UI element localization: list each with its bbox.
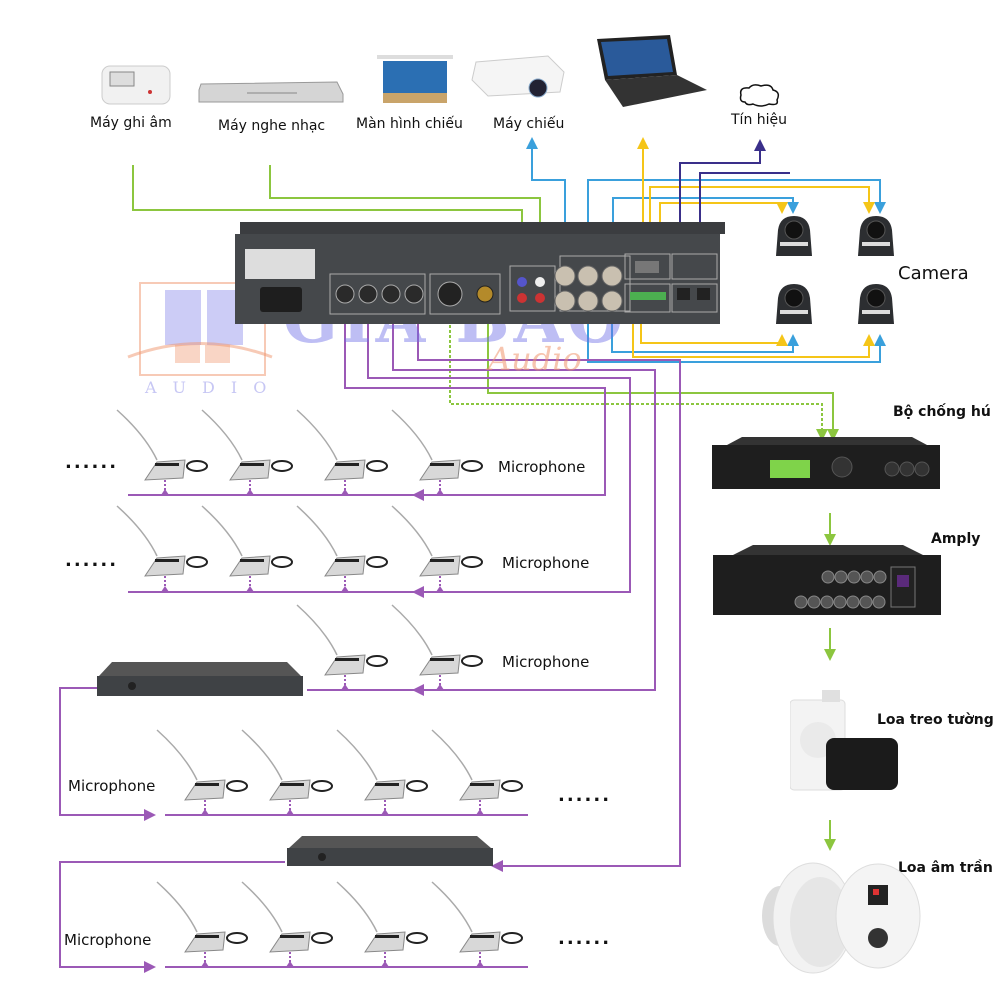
video-lines — [526, 137, 886, 363]
extender-unit-icon — [287, 836, 493, 866]
dvd-player-icon — [198, 81, 344, 103]
laptop-icon — [597, 35, 707, 107]
conference-microphone-icon — [241, 729, 333, 815]
label-feedback: Bộ chống hú — [893, 404, 991, 420]
label-microphone: Microphone — [68, 777, 156, 795]
conference-microphone-icon — [336, 729, 428, 815]
label-microphone: Microphone — [498, 458, 586, 476]
projector-icon — [471, 55, 565, 98]
label-amp: Amply — [931, 531, 981, 547]
conference-microphone-icon — [296, 505, 388, 592]
conference-microphone-icon — [116, 505, 208, 592]
conference-microphone-icon — [431, 729, 523, 815]
conference-microphone-icon — [391, 505, 483, 592]
ptz-camera-icon — [776, 284, 812, 324]
label-screen: Màn hình chiếu — [356, 116, 463, 132]
watermark-sub: Audio — [488, 340, 582, 378]
label-camera: Camera — [898, 263, 969, 284]
feedback-suppressor-icon — [712, 437, 940, 489]
label-microphone: Microphone — [502, 554, 590, 572]
label-microphone: Microphone — [64, 931, 152, 949]
conference-microphone-icon — [296, 604, 388, 690]
more-microphones-ellipsis: ...... — [558, 928, 612, 949]
conference-microphone-icon — [201, 409, 293, 495]
conference-microphone-icon — [391, 409, 483, 495]
mic-trunk-lines — [59, 300, 681, 973]
label-projector: Máy chiếu — [493, 116, 565, 132]
more-microphones-ellipsis: ...... — [558, 785, 612, 806]
wall-speaker-icon — [790, 690, 898, 791]
watermark-logo-text: AUDIO — [145, 378, 283, 397]
conference-microphone-icon — [201, 505, 293, 592]
conference-microphone-icon — [296, 409, 388, 495]
label-microphone: Microphone — [502, 653, 590, 671]
conference-microphone-icon — [391, 604, 483, 690]
ptz-camera-icon — [776, 216, 812, 256]
conference-microphone-icon — [156, 729, 248, 815]
ceiling-speaker-icon — [762, 862, 921, 974]
label-recorder: Máy ghi âm — [90, 115, 172, 131]
conference-microphone-icon — [116, 409, 208, 495]
projection-screen-icon — [377, 55, 453, 103]
more-microphones-ellipsis: ...... — [65, 550, 119, 571]
audio-output-lines — [449, 300, 839, 851]
recorder-icon — [101, 65, 171, 105]
more-microphones-ellipsis: ...... — [65, 452, 119, 473]
ptz-camera-icon — [858, 216, 894, 256]
watermark-logo — [127, 282, 273, 376]
label-ceiling-speaker: Loa âm trần — [898, 860, 993, 876]
label-signal: Tín hiệu — [731, 112, 788, 128]
cloud-icon — [739, 84, 780, 107]
conference-controller-icon — [235, 222, 725, 324]
label-player: Máy nghe nhạc — [218, 118, 326, 134]
amplifier-icon — [713, 545, 941, 615]
conference-microphone-icon — [156, 881, 248, 967]
ptz-camera-icon — [858, 284, 894, 324]
label-wall-speaker: Loa treo tường — [877, 712, 994, 728]
conference-microphone-icon — [241, 881, 333, 967]
extender-unit-icon — [97, 662, 303, 696]
conference-microphone-icon — [336, 881, 428, 967]
conference-microphone-icon — [431, 881, 523, 967]
